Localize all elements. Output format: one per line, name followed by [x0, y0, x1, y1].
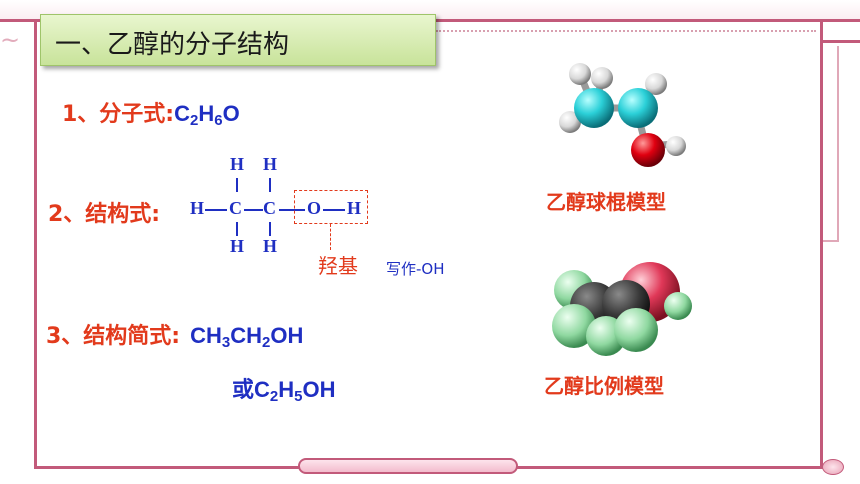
condensed-formula-row: 3、结构简式: CH3CH2OH [46, 318, 303, 351]
atom-c-1: C [229, 198, 242, 218]
space-filling-model-image [552, 262, 692, 356]
condensed-formula-alt-row: 或C2H5OH [232, 372, 335, 405]
decorative-swirl-icon: ~ [0, 26, 21, 54]
slide-corner-deco [823, 46, 839, 242]
bottom-dot-deco [822, 459, 844, 475]
condensed-formula-label: 3、结构简式: [46, 324, 181, 349]
hydroxyl-leader-line [330, 224, 331, 250]
bond-h-1 [205, 209, 227, 211]
condensed-formula-2: C2H5OH [254, 377, 336, 405]
molecular-formula-row: 1、分子式:C2H6O [62, 96, 240, 129]
space-filling-model-caption: 乙醇比例模型 [544, 374, 664, 398]
bond-h-4 [323, 209, 345, 211]
atom-h-top-1: H [230, 154, 245, 174]
slide-right-top-border [820, 40, 860, 43]
slide-left-border [34, 22, 37, 468]
ball-stick-model-caption: 乙醇球棍模型 [546, 190, 666, 214]
bond-v-top-1 [236, 178, 238, 192]
bond-h-2 [244, 209, 263, 211]
bottom-pill-deco [298, 458, 518, 474]
atom-h-bottom-2: H [263, 236, 278, 256]
bond-v-bottom-2 [269, 222, 271, 236]
atom-h-left: H [190, 198, 205, 218]
hydroxyl-highlight-box [294, 190, 368, 224]
atom-c-2: C [263, 198, 276, 218]
molecular-formula-label: 1、分子式: [62, 102, 175, 127]
bond-v-bottom-1 [236, 222, 238, 236]
hydroxyl-label: 羟基 [318, 254, 358, 278]
condensed-formula-1: CH3CH2OH [190, 323, 304, 351]
molecular-formula: C2H6O [174, 101, 240, 129]
atom-h-top-2: H [263, 154, 278, 174]
atom-h-right: H [347, 198, 362, 218]
slide-dotted-line [436, 30, 816, 32]
atom-o: O [307, 198, 322, 218]
title-banner: 一、乙醇的分子结构 [40, 14, 436, 66]
slide-right-border [820, 22, 823, 468]
condensed-formula-alt-prefix: 或 [232, 377, 255, 402]
ball-stick-model-image [559, 63, 686, 167]
bond-v-top-2 [269, 178, 271, 192]
structural-formula-row: 2、结构式: [48, 196, 160, 228]
hydroxyl-note: 写作-OH [386, 260, 445, 278]
slide-title: 一、乙醇的分子结构 [55, 30, 290, 60]
structural-formula-label: 2、结构式: [48, 202, 161, 227]
bond-h-3 [279, 209, 305, 211]
atom-h-bottom-1: H [230, 236, 245, 256]
